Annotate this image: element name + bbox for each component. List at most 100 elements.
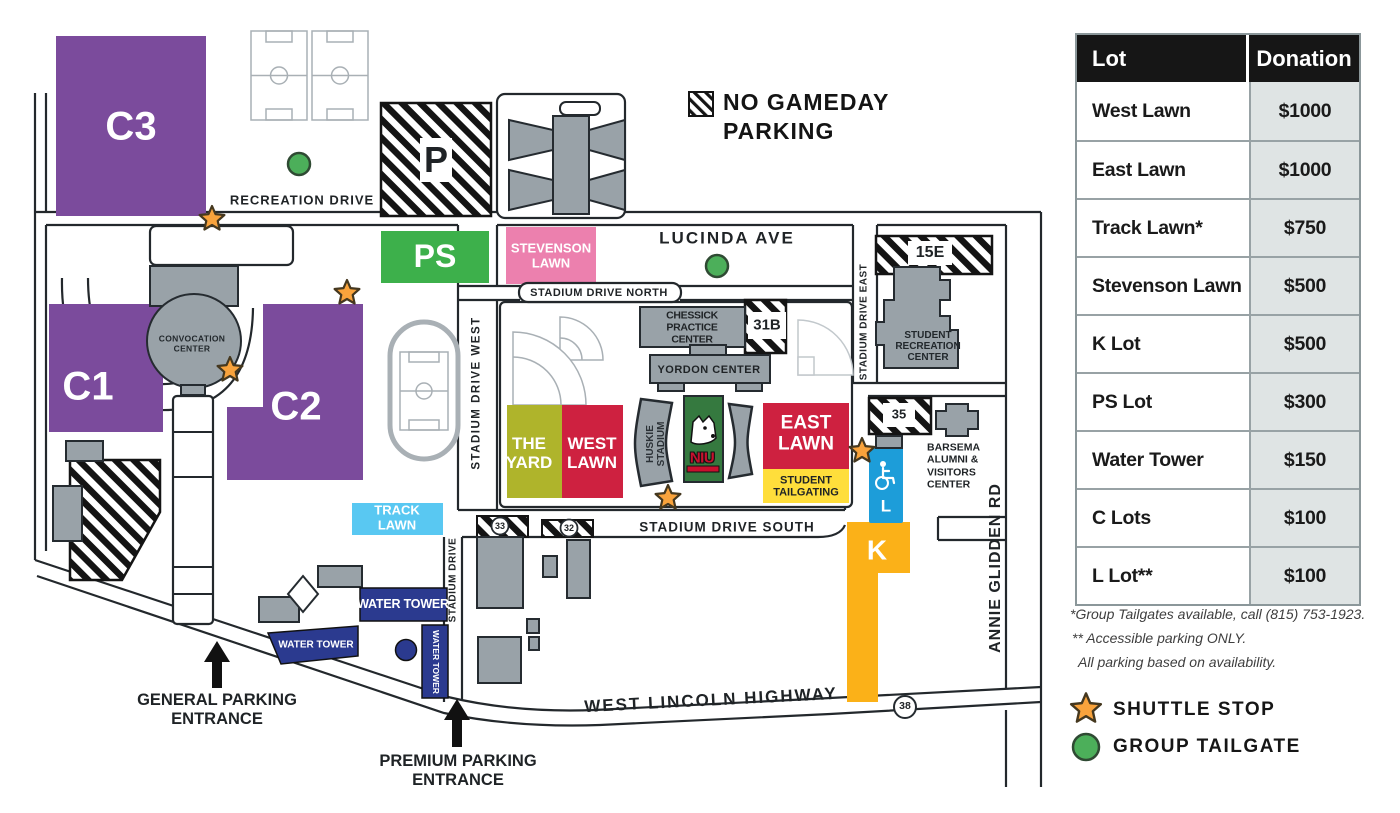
tailgating-line1: STUDENT — [780, 474, 832, 487]
table-row: East Lawn $1000 — [1077, 140, 1359, 198]
row-donation: $500 — [1249, 258, 1359, 314]
water-tower-lots — [266, 587, 449, 699]
convocation-line2: CENTER — [173, 343, 211, 353]
niu-logo-text: NIU — [689, 449, 715, 467]
row-donation: $500 — [1249, 316, 1359, 372]
row-donation: $1000 — [1249, 142, 1359, 198]
barsema-line2: ALUMNI & — [927, 453, 979, 466]
barsema-line1: BARSEMA — [927, 441, 981, 454]
lot-33-label: 33 — [494, 520, 506, 531]
niu-husky-logo-icon — [690, 414, 717, 445]
stadium-drive-east-label: STADIUM DRIVE EAST — [858, 263, 870, 381]
lot-west-lawn — [562, 405, 623, 498]
lot-the-yard-label: THE YARD — [503, 434, 555, 472]
lot-c2-label: C2 — [270, 384, 322, 429]
row-lot: Stevenson Lawn — [1077, 258, 1249, 314]
water-tower-label-2: WATER TOWER — [278, 639, 354, 651]
water-tower-label-1: WATER TOWER — [357, 597, 449, 611]
lot-32-circle — [559, 518, 579, 538]
legend-shuttle-stop-label: SHUTTLE STOP — [1113, 699, 1276, 720]
student-rec-center-label: STUDENT RECREATION CENTER — [885, 330, 971, 364]
huskie-stadium-west-stand — [633, 397, 674, 488]
route-38-circle — [893, 695, 917, 719]
huskie-line1: HUSKIE — [644, 425, 656, 463]
no-gameday-parking-label: NO GAMEDAY PARKING — [723, 88, 889, 146]
chessick-practice-center-label: CHESSICK PRACTICE CENTER — [640, 310, 744, 345]
huskie-stadium-label: HUSKIE STADIUM — [645, 402, 667, 486]
donation-table: Lot Donation West Lawn $1000 East Lawn $… — [1075, 33, 1361, 606]
route-38-label: 38 — [899, 700, 911, 713]
lot-the-yard — [507, 405, 562, 498]
lot-track-lawn — [352, 503, 443, 535]
lot-c3-label: C3 — [105, 104, 157, 149]
row-lot: Water Tower — [1077, 432, 1249, 488]
lot-east-lawn — [763, 403, 849, 469]
west-lawn-line2: LAWN — [566, 453, 618, 472]
premium-entrance-arrow-icon — [444, 699, 470, 747]
parking-access-road — [171, 394, 215, 626]
premium-line2: ENTRANCE — [412, 771, 504, 789]
row-lot: PS Lot — [1077, 374, 1249, 430]
lot-p-label: P — [423, 138, 449, 180]
row-donation: $100 — [1249, 490, 1359, 546]
table-row: C Lots $100 — [1077, 488, 1359, 546]
general-entrance-arrow-icon — [204, 641, 230, 688]
hatch-label-patches — [420, 138, 952, 427]
row-donation: $750 — [1249, 200, 1359, 256]
general-line2: ENTRANCE — [171, 710, 263, 728]
lot-k — [847, 522, 910, 702]
stadium-drive-north-pill — [517, 281, 683, 304]
stadium-drive-west-label: STADIUM DRIVE WEST — [470, 316, 483, 470]
src-line1: STUDENT — [904, 330, 952, 342]
practice-field-fans-icon — [512, 316, 604, 406]
tailgating-line2: TAILGATING — [773, 487, 839, 499]
yard-line1: THE — [512, 433, 546, 453]
row-donation: $1000 — [1249, 82, 1359, 140]
yordon-center-label: YORDON CENTER — [657, 363, 761, 376]
west-lawn-line1: WEST — [567, 433, 617, 453]
stadium-drive-north-label: STADIUM DRIVE NORTH — [530, 286, 668, 299]
barsema-line4: CENTER — [927, 478, 971, 491]
row-lot: C Lots — [1077, 490, 1249, 546]
barsema-center-label: BARSEMA ALUMNI & VISITORS CENTER — [927, 441, 997, 491]
src-line3: CENTER — [907, 352, 949, 364]
baseball-field-icon — [797, 319, 854, 376]
lot-c2 — [227, 304, 363, 480]
lot-l-accessible — [869, 447, 903, 523]
lot-c3 — [56, 36, 206, 216]
premium-parking-entrance-label: PREMIUM PARKING ENTRANCE — [358, 752, 558, 790]
lot-ps-label: PS — [413, 238, 457, 275]
annie-glidden-rd-label: ANNIE GLIDDEN RD — [987, 483, 1005, 653]
track-lawn-line1: TRACK — [374, 502, 420, 518]
row-lot: K Lot — [1077, 316, 1249, 372]
src-line2: RECREATION — [895, 341, 961, 353]
lot-ps — [381, 231, 489, 283]
legend-group-tailgate-icon — [1071, 732, 1101, 762]
row-donation: $100 — [1249, 548, 1359, 604]
chessick-line1: CHESSICK PRACTICE — [666, 309, 718, 334]
lot-track-lawn-label: TRACK LAWN — [365, 503, 429, 532]
residence-hall-complex — [495, 92, 627, 220]
premium-line1: PREMIUM PARKING — [379, 752, 537, 771]
lot-32-label: 32 — [563, 522, 575, 533]
row-lot: L Lot** — [1077, 548, 1249, 604]
header-donation: Donation — [1256, 45, 1352, 71]
east-lawn-line1: EAST — [780, 412, 832, 434]
stevenson-line2: LAWN — [531, 255, 571, 270]
yard-line2: YARD — [505, 453, 553, 472]
chessick-line2: CENTER — [671, 332, 713, 345]
lucinda-ave-label: LUCINDA AVE — [659, 228, 795, 248]
no-gameday-line2: PARKING — [723, 118, 835, 144]
no-gameday-line1: NO GAMEDAY — [723, 89, 890, 115]
convocation-center-label: CONVOCATION CENTER — [153, 334, 231, 353]
lot-east-lawn-label: EAST LAWN — [764, 413, 848, 456]
huskie-stadium-east-stand — [727, 402, 754, 480]
recreation-drive-label: RECREATION DRIVE — [229, 192, 375, 208]
soccer-fields-icon — [250, 30, 369, 121]
row-donation: $300 — [1249, 374, 1359, 430]
row-lot: West Lawn — [1077, 82, 1249, 140]
stadium-drive-label: STADIUM DRIVE — [447, 537, 459, 623]
general-line1: GENERAL PARKING — [137, 691, 297, 710]
water-tower-label-3: WATER TOWER — [430, 630, 441, 694]
